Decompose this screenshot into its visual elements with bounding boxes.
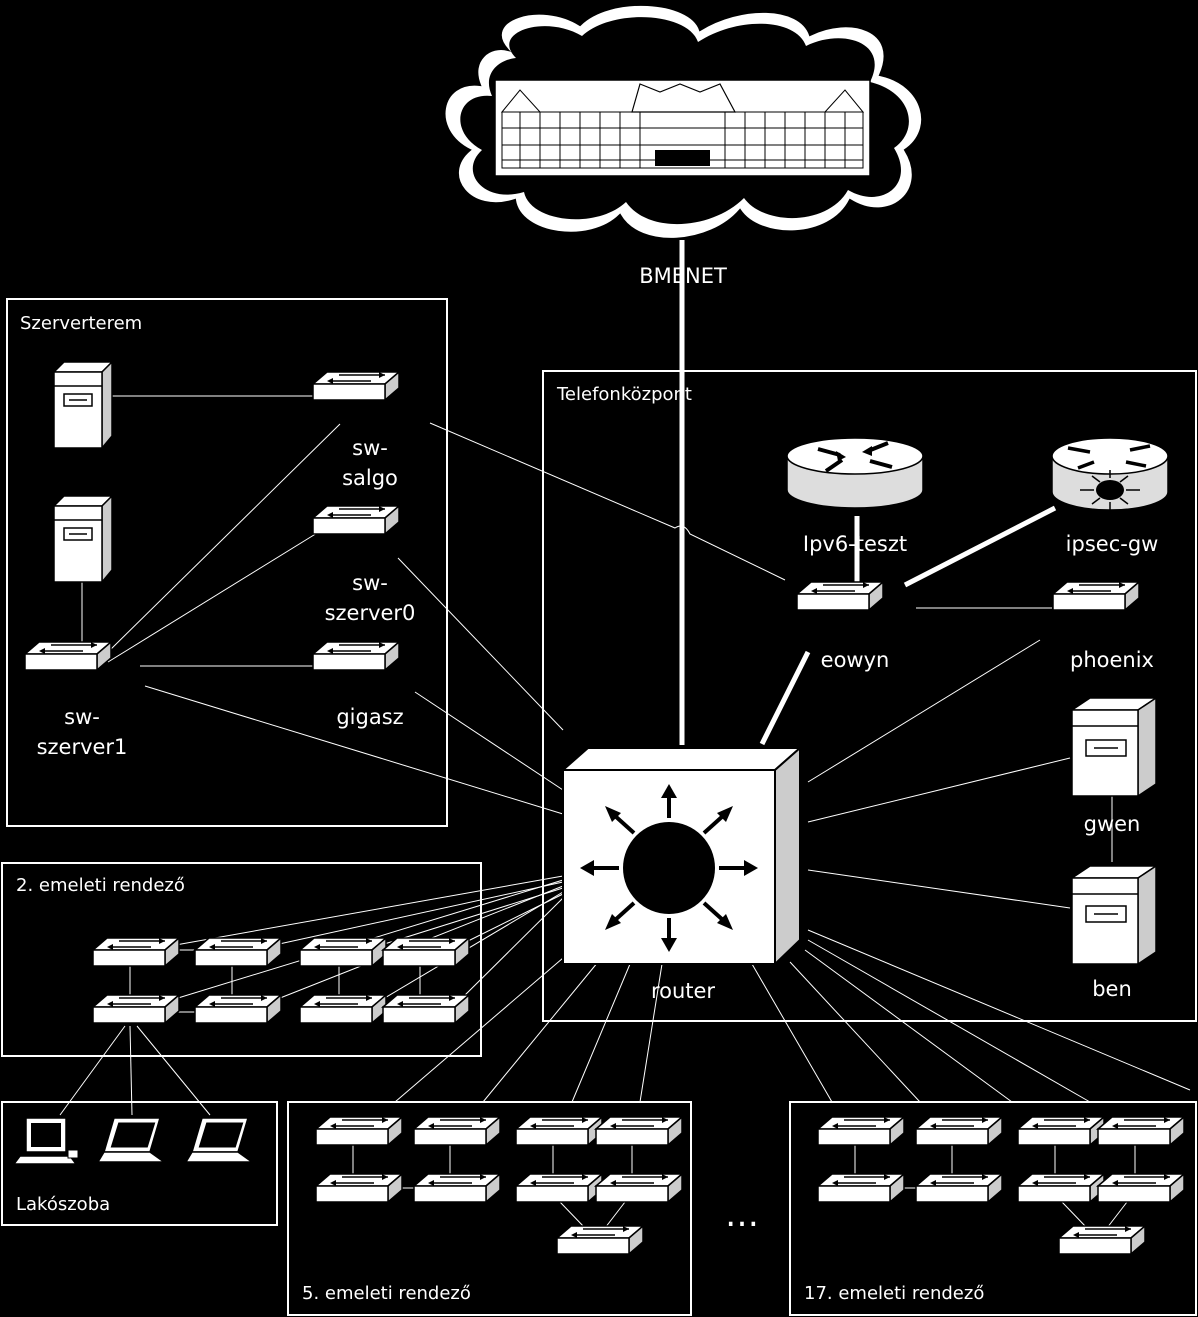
zone-floor5	[287, 1101, 692, 1316]
zone-floor17	[789, 1101, 1197, 1316]
switch-icon	[194, 937, 282, 967]
zone-label-floor2: 2. emeleti rendező	[16, 875, 185, 896]
switch-icon	[515, 1173, 603, 1203]
server-icon	[1069, 864, 1159, 966]
desktop-icon	[12, 1117, 79, 1165]
ellipsis: …	[725, 1195, 759, 1235]
device-label-ipsec-gw: ipsec-gw	[1066, 532, 1159, 556]
zone-label-telephone-exchange: Telefonközpont	[556, 384, 692, 405]
server-icon	[53, 495, 113, 583]
switch-icon	[413, 1116, 501, 1146]
device-label-sw-salgo-1: sw-	[352, 436, 388, 460]
device-label-gigasz: gigasz	[336, 705, 403, 729]
device-label-phoenix: phoenix	[1070, 648, 1154, 672]
core-router-icon	[560, 745, 803, 967]
laptop-icon	[185, 1117, 253, 1163]
router-icon	[786, 437, 924, 509]
switch-icon	[1052, 581, 1140, 611]
switch-icon	[299, 994, 387, 1024]
device-label-sw-szerver1-1: sw-	[64, 705, 100, 729]
switch-icon	[556, 1225, 644, 1255]
switch-icon	[312, 371, 400, 401]
switch-icon	[312, 641, 400, 671]
switch-icon	[92, 994, 180, 1024]
zone-label-floor17: 17. emeleti rendező	[804, 1283, 984, 1304]
l3-router-icon	[1051, 437, 1169, 511]
switch-icon	[312, 505, 400, 535]
device-label-sw-salgo-2: salgo	[342, 466, 398, 490]
zone-floor2	[1, 862, 482, 1057]
device-label-ipv6-teszt: Ipv6-teszt	[803, 532, 907, 556]
device-label-eowyn: eowyn	[821, 648, 890, 672]
switch-icon	[915, 1173, 1003, 1203]
device-label-gwen: gwen	[1084, 812, 1141, 836]
switch-icon	[24, 641, 112, 671]
switch-icon	[915, 1116, 1003, 1146]
switch-icon	[817, 1173, 905, 1203]
switch-icon	[1097, 1116, 1185, 1146]
device-label-sw-szerver1-2: szerver1	[37, 735, 128, 759]
switch-icon	[595, 1116, 683, 1146]
switch-icon	[315, 1116, 403, 1146]
zone-telephone-exchange	[542, 370, 1197, 1022]
switch-icon	[796, 581, 884, 611]
switch-icon	[382, 937, 470, 967]
server-icon	[1069, 696, 1159, 798]
device-label-sw-szerver0-2: szerver0	[325, 601, 416, 625]
core-router-label: router	[651, 979, 715, 1003]
device-label-sw-szerver0-1: sw-	[352, 571, 388, 595]
laptop-icon	[97, 1117, 165, 1163]
server-icon	[53, 361, 113, 449]
thin-links	[59, 395, 1191, 1229]
building-icon	[494, 79, 871, 177]
switch-icon	[92, 937, 180, 967]
zone-label-floor5: 5. emeleti rendező	[302, 1283, 471, 1304]
switch-icon	[413, 1173, 501, 1203]
uplink-label: BMENET	[639, 264, 727, 288]
thick-links	[679, 240, 1057, 746]
zone-living-room	[1, 1101, 278, 1226]
switch-icon	[1058, 1225, 1146, 1255]
device-label-ben: ben	[1092, 977, 1132, 1001]
switch-icon	[1097, 1173, 1185, 1203]
switch-icon	[515, 1116, 603, 1146]
switch-icon	[595, 1173, 683, 1203]
switch-icon	[382, 994, 470, 1024]
zone-server-room	[6, 298, 448, 827]
switch-icon	[194, 994, 282, 1024]
switch-icon	[817, 1116, 905, 1146]
switch-icon	[1017, 1173, 1105, 1203]
zone-label-server-room: Szerverterem	[20, 313, 142, 334]
switch-icon	[1017, 1116, 1105, 1146]
switch-icon	[315, 1173, 403, 1203]
switch-icon	[299, 937, 387, 967]
zone-label-living-room: Lakószoba	[16, 1194, 110, 1215]
